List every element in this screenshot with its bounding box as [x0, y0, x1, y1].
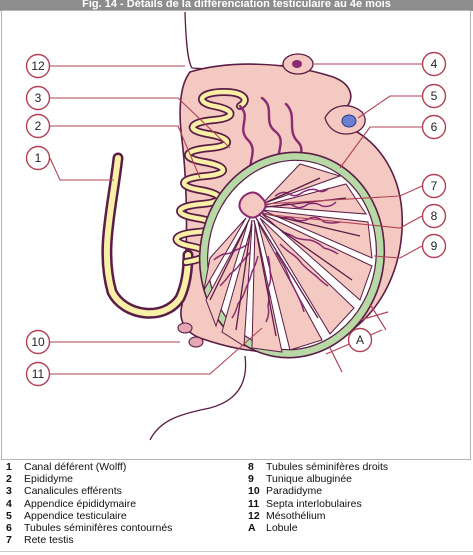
gubernaculum-line	[149, 355, 247, 441]
legend-item: 2 Epididyme	[6, 473, 172, 485]
callout-label: 1	[35, 151, 42, 165]
legend: 1 Canal déférent (Wolff) 2 Epididyme 3 Cana…	[0, 461, 473, 555]
legend-item: 11 Septa interlobulaires	[248, 498, 388, 510]
appendix-testis-core	[341, 114, 357, 128]
legend-key: 8	[248, 461, 254, 473]
legend-key: 7	[6, 534, 12, 547]
legend-text: Septa interlobulaires	[266, 497, 362, 510]
legend-key: 6	[6, 521, 12, 534]
legend-key: 10	[248, 485, 260, 498]
callout-leaders	[49, 63, 423, 375]
callout-label: 2	[35, 119, 42, 133]
callout-label: 10	[31, 335, 45, 349]
callout-11: 11	[25, 361, 51, 387]
legend-text: Canal déférent (Wolff)	[24, 461, 127, 473]
callout-label: 7	[431, 179, 438, 193]
callout-7: 7	[421, 173, 447, 199]
mesothelium-line	[184, 11, 301, 70]
legend-text: Lobule	[266, 521, 298, 534]
rete-testis	[238, 191, 267, 219]
callout-8: 8	[421, 203, 447, 229]
legend-key: 1	[6, 461, 12, 473]
legend-key: 2	[6, 473, 12, 486]
legend-text: Appendice épididymaire	[24, 497, 137, 510]
legend-item: 1 Canal déférent (Wolff)	[6, 461, 172, 473]
callout-3: 3	[25, 85, 51, 111]
callout-A: A	[347, 327, 373, 353]
legend-item: 12 Mésothélium	[248, 510, 388, 522]
legend-item: A Lobule	[248, 522, 388, 534]
legend-key: 9	[248, 473, 254, 486]
legend-key: A	[248, 521, 256, 534]
callout-label: 6	[431, 120, 438, 134]
vas-deferens-lumen	[103, 155, 191, 317]
callout-label: 4	[431, 57, 438, 71]
legend-text: Tubules séminifères droits	[266, 461, 389, 473]
legend-key: 3	[6, 485, 12, 498]
legend-item: 8 Tubules séminifères droits	[248, 461, 388, 473]
callout-12: 12	[25, 53, 51, 79]
seminiferous-tubules	[213, 187, 341, 323]
legend-item: 6 Tubules séminifères contournés	[6, 522, 172, 534]
lobule	[205, 221, 249, 328]
legend-item: 4 Appendice épididymaire	[6, 498, 172, 510]
appendix-epididymis-core	[292, 60, 302, 68]
callout-label: 8	[431, 209, 438, 223]
legend-item: 10 Paradidyme	[248, 485, 388, 497]
callout-label: 11	[32, 367, 45, 381]
legend-item: 9 Tunique albuginée	[248, 473, 388, 485]
callout-label: 9	[431, 239, 438, 253]
callout-label: A	[356, 333, 364, 347]
legend-text: Mésothélium	[266, 509, 326, 522]
legend-key: 12	[248, 509, 260, 522]
callout-label: 12	[31, 59, 45, 73]
lobule	[261, 163, 342, 205]
callout-9: 9	[421, 233, 447, 259]
legend-divider	[0, 551, 473, 552]
callout-label: 3	[35, 91, 42, 105]
callout-2: 2	[25, 113, 51, 139]
legend-item: 5 Appendice testiculaire	[6, 510, 172, 522]
legend-text: Tunique albuginée	[266, 473, 353, 486]
callout-6: 6	[421, 114, 447, 140]
testis-diagram: 12 3 2 1 4 5 6 7 8 9 10 11	[25, 11, 447, 441]
legend-text: Tubules séminifères contournés	[24, 521, 173, 534]
callout-label: 5	[431, 89, 438, 103]
callout-4: 4	[421, 51, 447, 77]
paradidymis-lower	[188, 336, 204, 348]
callout-10: 10	[25, 329, 51, 355]
paradidymis-upper	[177, 322, 193, 334]
legend-text: Rete testis	[24, 534, 74, 547]
legend-text: Appendice testiculaire	[24, 509, 127, 522]
legend-column-left: 1 Canal déférent (Wolff) 2 Epididyme 3 Cana…	[6, 461, 172, 546]
legend-text: Paradidyme	[266, 485, 323, 498]
legend-key: 5	[6, 509, 12, 522]
legend-column-right: 8 Tubules séminifères droits 9 Tunique alb…	[248, 461, 388, 534]
legend-item: 3 Canalicules efférents	[6, 485, 172, 497]
legend-text: Canalicules efférents	[24, 485, 122, 498]
callout-5: 5	[421, 83, 447, 109]
legend-item: 7 Rete testis	[6, 534, 172, 546]
legend-key: 4	[6, 497, 12, 510]
callout-1: 1	[25, 145, 51, 171]
figure-title: Fig. 14 - Détails de la différenciation …	[0, 0, 473, 11]
legend-text: Epididyme	[24, 473, 74, 486]
legend-key: 11	[248, 497, 260, 510]
